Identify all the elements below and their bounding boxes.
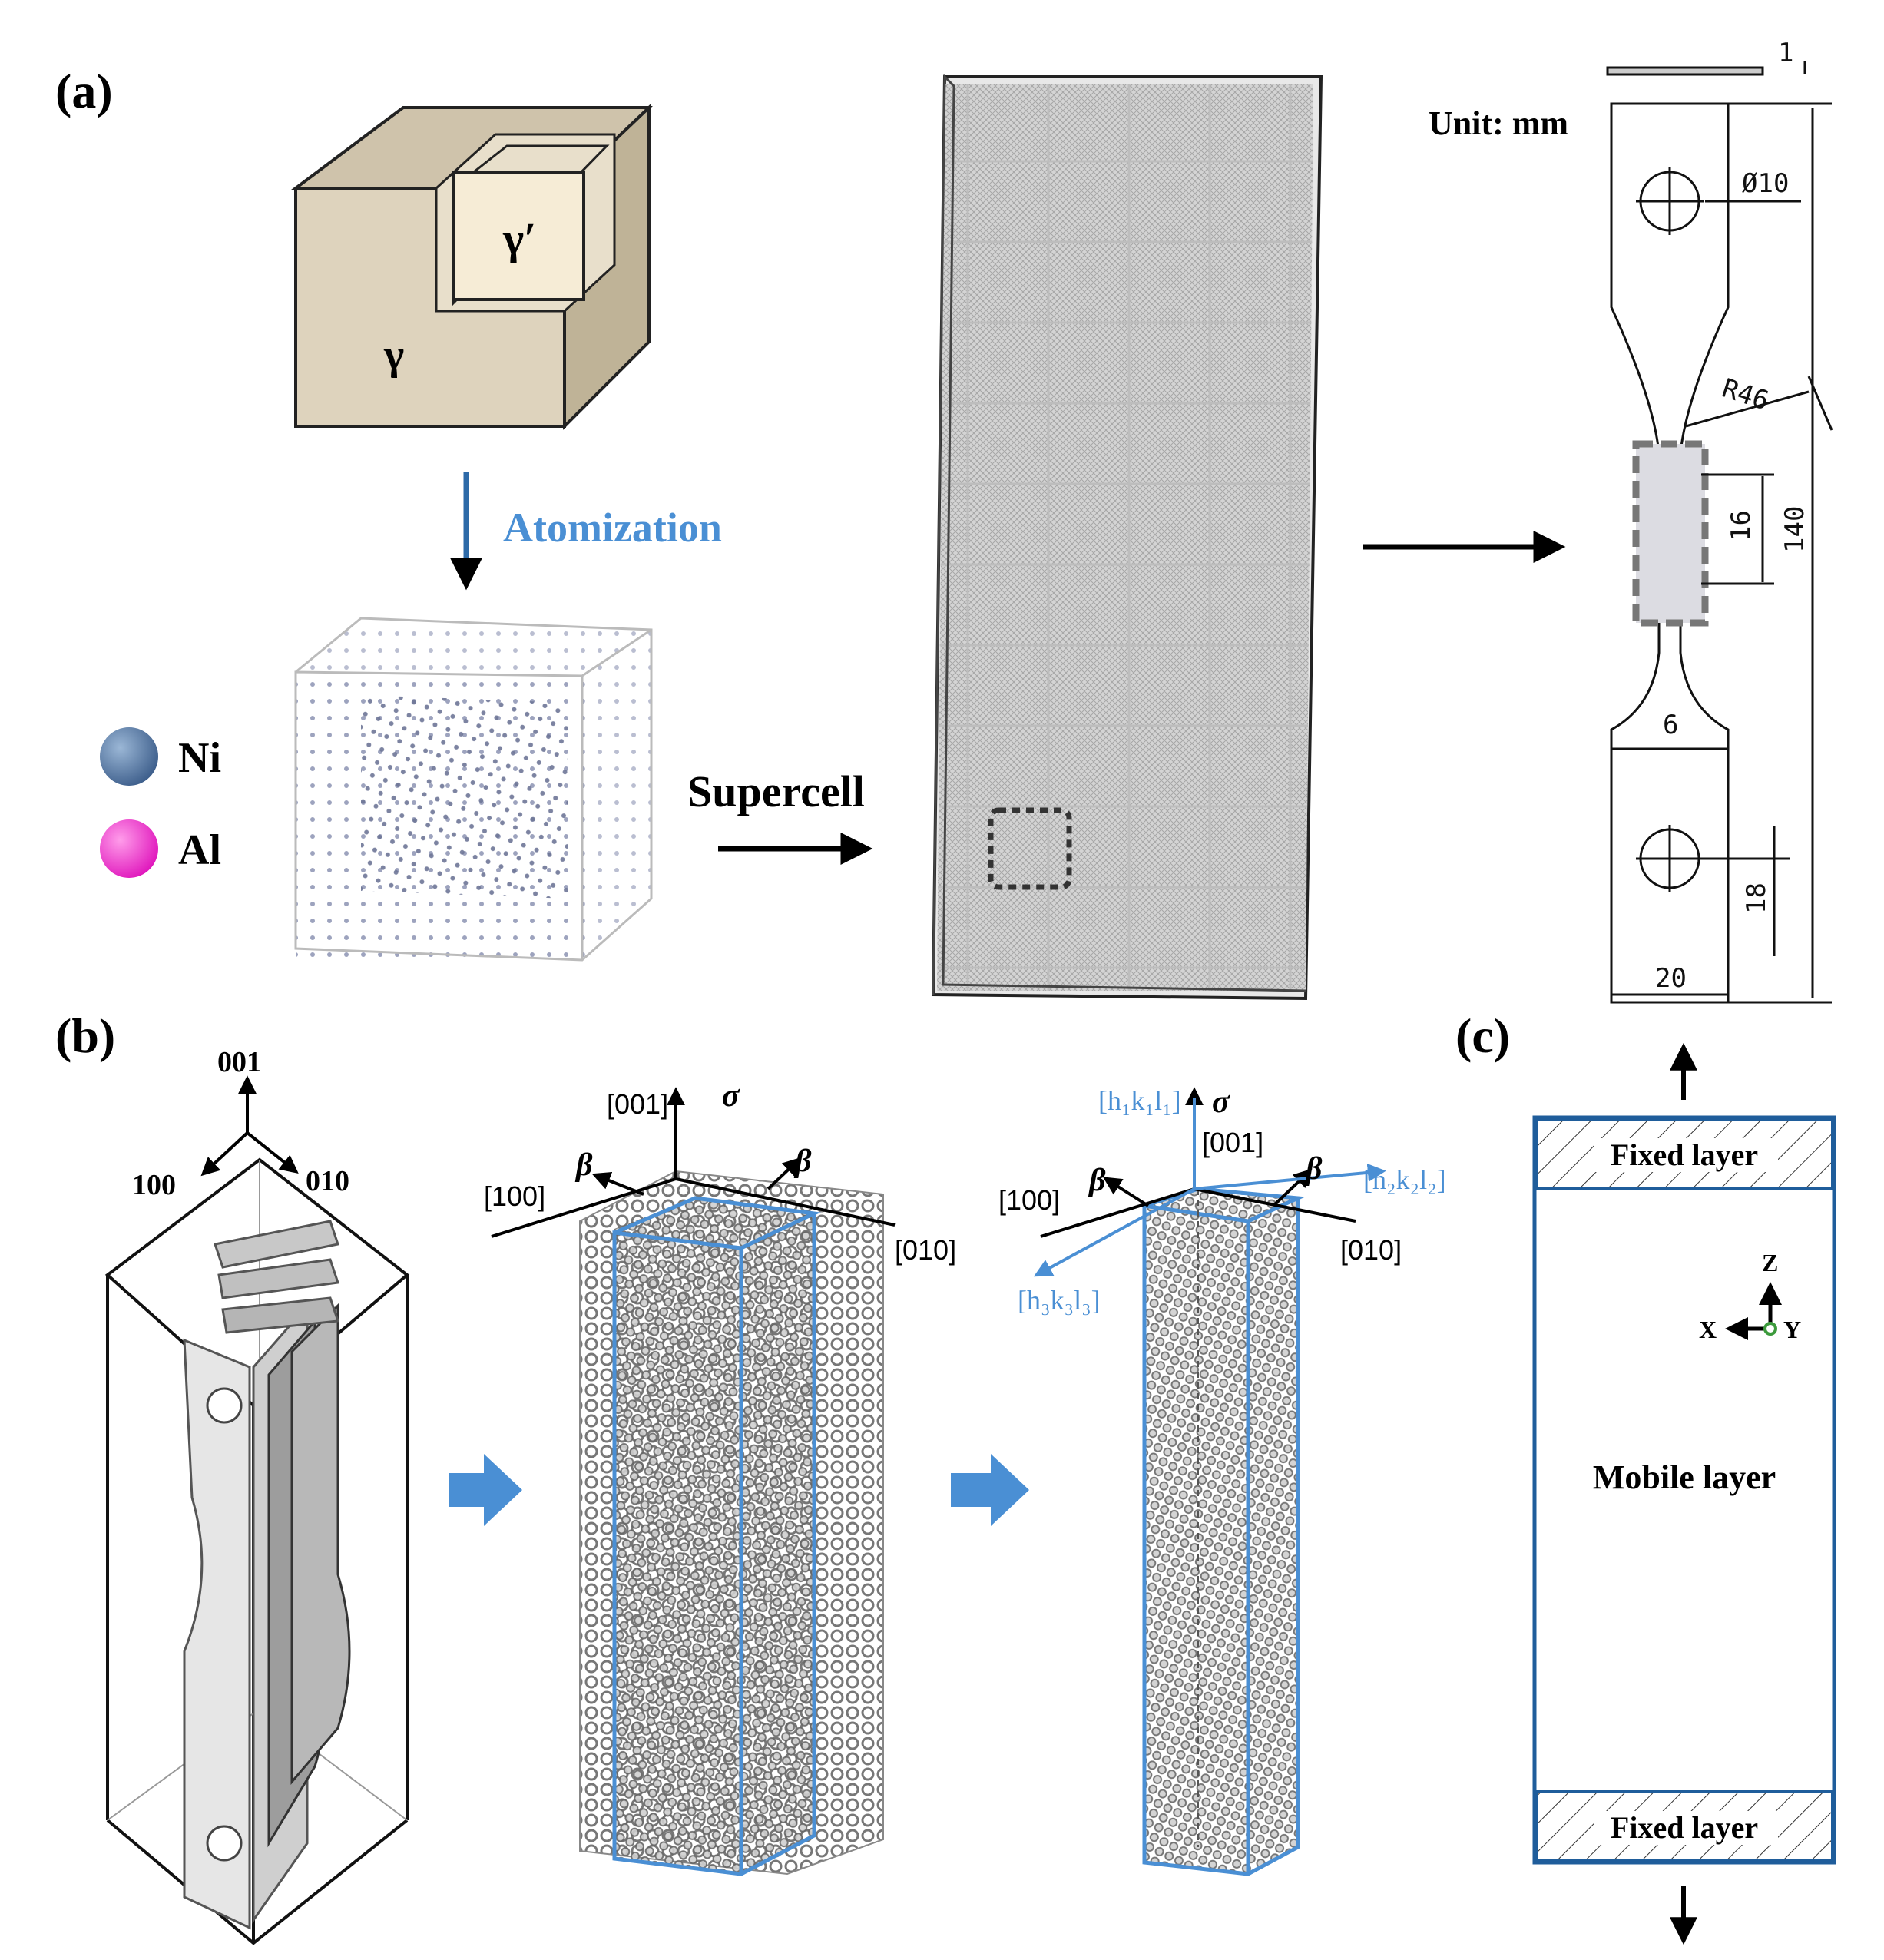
unit-label: Unit: mm [1429, 104, 1568, 142]
dim-hole-offset: 18 [1741, 882, 1772, 914]
dim-thickness: 1 [1778, 38, 1793, 68]
mid-sigma-label: σ [722, 1078, 740, 1114]
panel-b-label: (b) [55, 1008, 115, 1063]
right-h3k3l3-label: [h₃k₃l₃] [1018, 1285, 1101, 1316]
mid-beta-right: β [793, 1144, 812, 1179]
supercell-label: Supercell [687, 766, 865, 816]
mid-010-label: [010] [895, 1234, 956, 1266]
right-001-label: [001] [1202, 1127, 1263, 1158]
right-h2k2l2-label: [h₂k₂l₂] [1363, 1164, 1446, 1195]
dim-gauge-width: 6 [1663, 710, 1678, 740]
selection-box [988, 807, 1072, 890]
right-beta-right: β [1304, 1151, 1323, 1187]
step-arrow-1 [449, 1454, 522, 1526]
panel-b: (b) 001 100 010 [55, 1008, 1446, 1945]
right-beta-left: β [1088, 1163, 1106, 1198]
panel-a: (a) γ′ γ Atomization [55, 38, 1833, 1004]
panel-a-label: (a) [55, 64, 113, 118]
ni-swatch [100, 727, 158, 786]
axis-x-label: X [1699, 1316, 1717, 1343]
right-sigma-label: σ [1212, 1084, 1230, 1120]
atom-cube [294, 617, 653, 962]
dim-grip-width: 20 [1655, 963, 1687, 994]
axis-010-label: 010 [306, 1165, 349, 1197]
axis-001-label: 001 [217, 1046, 261, 1078]
gamma-cube: γ′ γ [291, 104, 653, 430]
right-h1k1l1-label: [h₁k₁l₁] [1098, 1085, 1181, 1116]
atomization-label: Atomization [503, 505, 722, 551]
right-010-label: [010] [1340, 1234, 1402, 1266]
panel-c: (c) Fixed layer Fixed layer Mobile layer… [1455, 1008, 1836, 1945]
gamma-label: γ [383, 331, 404, 379]
mid-100-label: [100] [484, 1180, 545, 1212]
axis-y-label: Y [1783, 1316, 1801, 1343]
top-fixed-layer-label: Fixed layer [1611, 1137, 1758, 1172]
axis-100-label: 100 [132, 1169, 176, 1201]
atomistic-column-right [1142, 1187, 1306, 1876]
gamma-prime-label: γ′ [502, 214, 536, 263]
right-blue-axes [1033, 1098, 1386, 1277]
al-swatch [100, 819, 158, 878]
dim-total-length: 140 [1780, 506, 1810, 553]
axis-z-label: Z [1762, 1249, 1778, 1276]
tensile-specimen-drawing: Unit: mm [1429, 61, 1833, 1004]
mid-axes [491, 1087, 896, 1238]
atom-legend: Ni Al [100, 727, 221, 878]
specimen-box [104, 1157, 410, 1945]
mid-001-label: [001] [607, 1088, 668, 1120]
mid-beta-left: β [574, 1147, 593, 1183]
step-arrow-2 [951, 1454, 1029, 1526]
dim-radius: R46 [1718, 373, 1773, 417]
right-100-label: [100] [998, 1184, 1060, 1216]
box-axes [200, 1075, 299, 1177]
supercell-slab [931, 74, 1323, 1001]
mobile-layer-label: Mobile layer [1593, 1458, 1776, 1496]
al-label: Al [178, 826, 221, 874]
dim-hole-diameter: Ø10 [1742, 168, 1789, 199]
dim-gauge-length: 16 [1726, 510, 1757, 541]
atomistic-column-mid [579, 1170, 884, 1876]
ni-label: Ni [178, 734, 221, 782]
bottom-fixed-layer-label: Fixed layer [1611, 1810, 1758, 1845]
bottom-fixed-layer [1535, 1790, 1834, 1862]
xyz-triad [1725, 1282, 1782, 1340]
panel-c-label: (c) [1455, 1008, 1510, 1063]
